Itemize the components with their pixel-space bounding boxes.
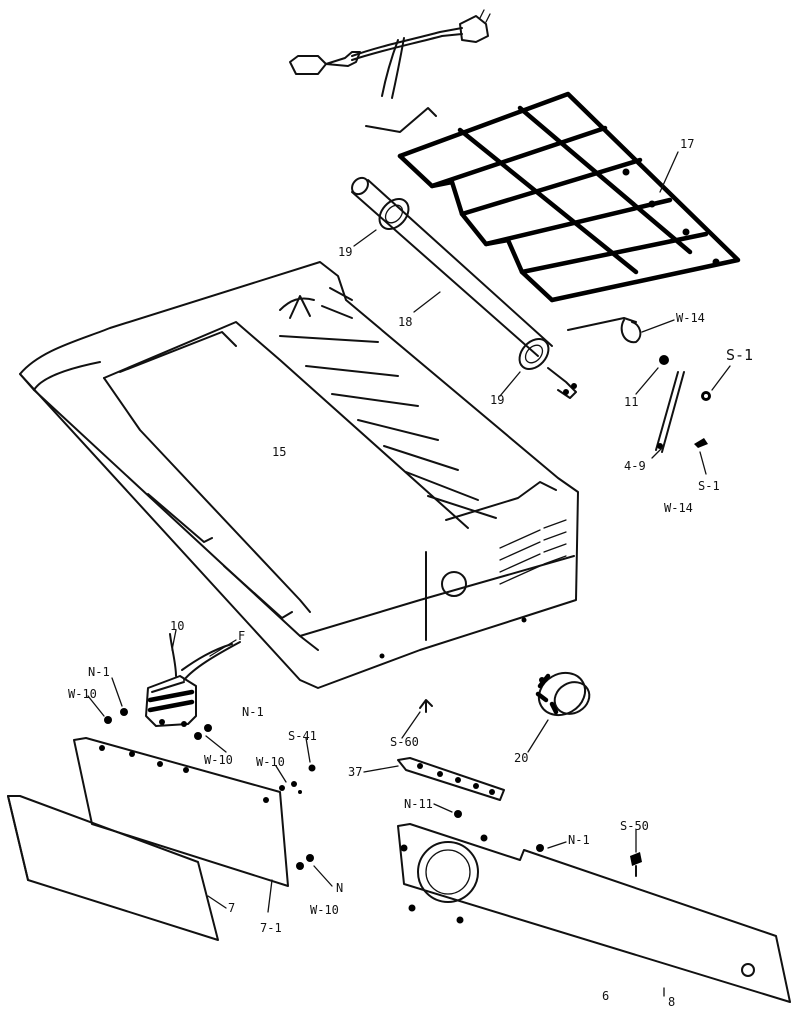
nut-n11 — [454, 810, 462, 818]
label-s50: S-50 — [620, 819, 649, 833]
label-10: 10 — [170, 619, 184, 633]
nut-n1-right — [536, 844, 544, 852]
vent-slots — [499, 519, 567, 585]
label-w10-left: W-10 — [68, 687, 97, 701]
label-8: 8 — [668, 995, 675, 1009]
main-housing-15 — [19, 261, 579, 689]
grille-17 — [365, 91, 741, 331]
screw-s50 — [630, 852, 642, 877]
label-s60: S-60 — [390, 735, 419, 749]
panel-7 — [7, 795, 219, 941]
nut-n1-mid — [204, 724, 212, 732]
label-f: F — [238, 629, 245, 643]
label-s41: S-41 — [288, 729, 317, 743]
label-n1-left: N-1 — [88, 665, 110, 679]
label-n1-mid: N-1 — [242, 705, 264, 719]
label-w14-lower: W-14 — [664, 501, 693, 515]
screw-s1-lower — [694, 438, 708, 448]
label-4-9: 4-9 — [624, 459, 646, 473]
screw-s41 — [308, 764, 316, 772]
switch-10 — [145, 633, 241, 727]
heating-element-18 — [351, 176, 577, 399]
label-n: N — [336, 881, 343, 895]
power-cord — [289, 9, 491, 99]
label-w10-small: W-10 — [256, 755, 285, 769]
label-19-top: 19 — [338, 245, 352, 259]
nut-n1-left — [120, 708, 128, 716]
label-18: 18 — [398, 315, 412, 329]
clip-w14 — [620, 319, 642, 344]
label-19-bottom: 19 — [490, 393, 504, 407]
label-7-1: 7-1 — [260, 921, 282, 935]
strut-4-9 — [655, 355, 685, 453]
screw-s60 — [419, 699, 433, 713]
washer-w10-left — [104, 716, 112, 724]
label-s1-lower: S-1 — [698, 479, 720, 493]
label-n1-right: N-1 — [568, 833, 590, 847]
label-20: 20 — [514, 751, 528, 765]
label-w14-upper: W-14 — [676, 311, 705, 325]
panel-7-1 — [73, 737, 289, 887]
label-n11: N-11 — [404, 797, 433, 811]
label-w10-mid: W-10 — [204, 753, 233, 767]
label-w10-lower: W-10 — [310, 903, 339, 917]
screw-s1-upper — [701, 391, 711, 401]
washer-w10-small — [279, 781, 302, 794]
washer-w10-mid — [194, 732, 202, 740]
part-labels: 17 19 18 19 W-14 S-1 11 4-9 S-1 W-14 15 … — [68, 137, 753, 1009]
label-15: 15 — [272, 445, 286, 459]
leader-lines — [87, 151, 731, 997]
label-6: 6 — [602, 989, 609, 1003]
label-s1-upper: S-1 — [726, 346, 753, 364]
bottom-plate-6 — [397, 823, 791, 1003]
terminal-board-37 — [397, 757, 505, 801]
washer-w10-lower — [296, 854, 314, 870]
label-7: 7 — [228, 901, 235, 915]
label-11: 11 — [624, 395, 638, 409]
label-37: 37 — [348, 765, 362, 779]
label-17: 17 — [680, 137, 694, 151]
knob-20 — [535, 671, 591, 717]
